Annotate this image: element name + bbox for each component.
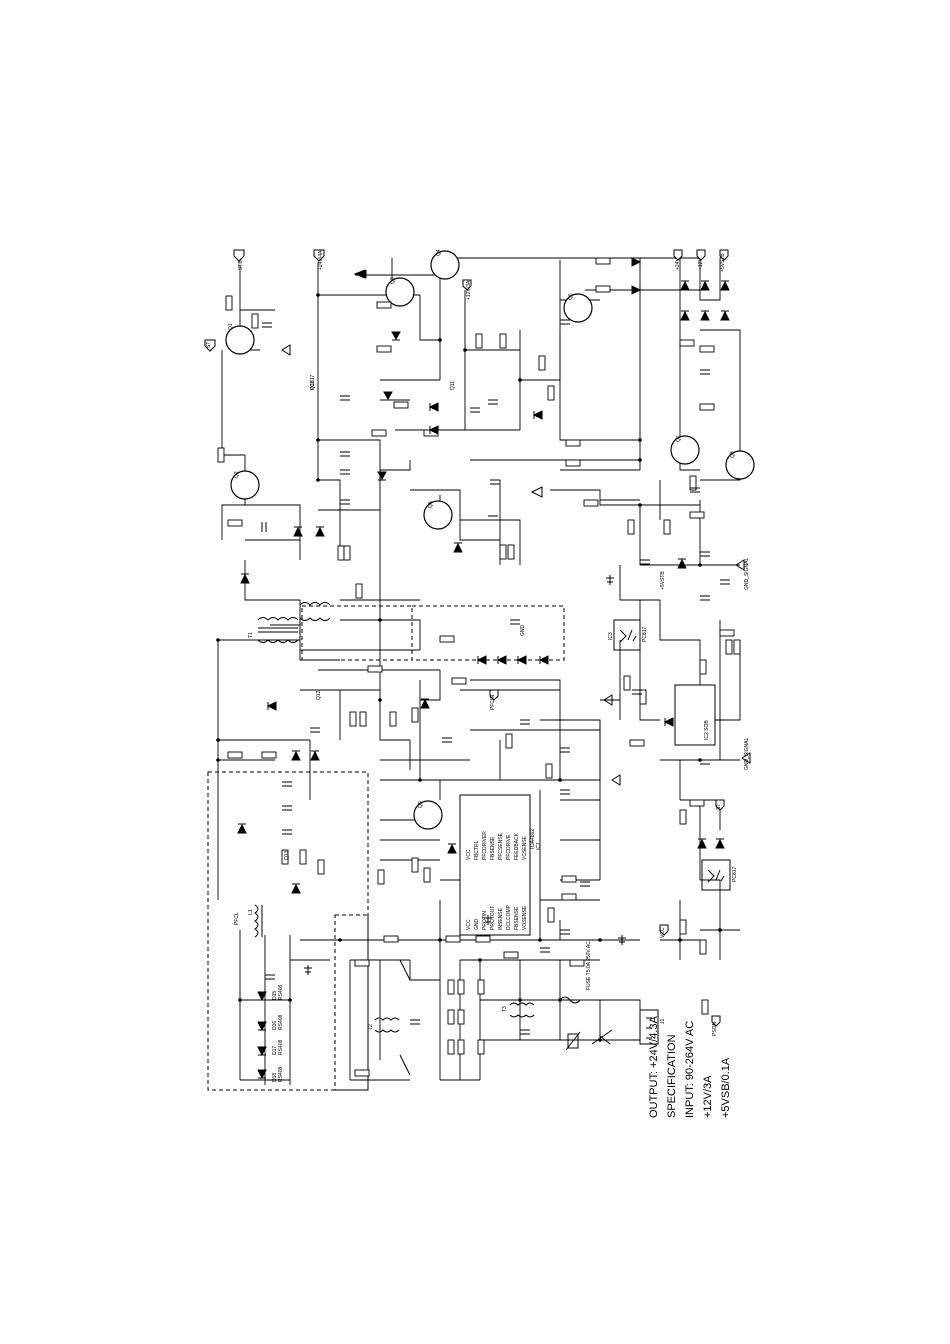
- ic1-pin-left-6: FBSENSE: [514, 906, 520, 930]
- d-in3-label: RS408: [278, 1039, 284, 1055]
- spec-output: OUTPUT: +24V/4.3A: [648, 1016, 660, 1118]
- q11-label: Q11: [450, 381, 456, 390]
- t1-label: T1: [248, 632, 254, 638]
- output-pads: [204, 249, 729, 1027]
- resistors: [217, 257, 741, 1077]
- l1-label: L1: [248, 909, 254, 915]
- transistors: [225, 250, 755, 830]
- spec-input: INPUT: 90-264V AC: [684, 1020, 696, 1118]
- capacitors: [261, 319, 730, 1035]
- labels: STB +24V/4A +12V/3A ST +24V +12V +5VSTB …: [206, 249, 750, 1082]
- ic1-pin-left-7: VOSENSE: [522, 905, 528, 930]
- label-st-2: ST: [716, 804, 722, 810]
- ic3-label: IC3: [608, 632, 614, 640]
- label-stb: STB: [238, 260, 244, 270]
- label-gnd-signal-2: GND_SIGNAL: [744, 738, 750, 770]
- d-in1-label: RS408: [278, 984, 284, 1000]
- ic1-pin-right-5: PFCDRIVE: [506, 834, 512, 860]
- spec-line-12v: +12V/3A: [702, 1075, 714, 1118]
- q10-label: Q10: [310, 380, 316, 390]
- q4-label: Q4: [436, 249, 442, 256]
- ic1-chip: [459, 794, 531, 936]
- ic1-pin-left-5: DCLCOMP: [506, 904, 512, 930]
- d-in4-label: RS408: [278, 1066, 284, 1082]
- d18-label: D18: [272, 1073, 278, 1082]
- ic1-pin-left-4: INSENSE: [498, 907, 504, 930]
- q13-label: Q13: [284, 850, 290, 860]
- label-pfcin: PFCIN: [490, 695, 496, 710]
- ic1-pin-left-0: VCC: [466, 919, 472, 930]
- opto2-label: PC817: [732, 866, 738, 882]
- ic1-pin-left-3: PROTOUT: [490, 906, 496, 930]
- junctions: [216, 293, 722, 1042]
- specification-block: OUTPUT: +24V/4.3A SPECIFICATION INPUT: 9…: [648, 958, 732, 1118]
- t2-label: T2: [368, 1024, 374, 1030]
- d17-label: D17: [272, 1046, 278, 1055]
- label-fuse: FUSE T5.0A 250V AC: [586, 941, 592, 990]
- ic1-pin-right-7: VCSENSE: [522, 835, 528, 860]
- ic2-label: IC2 SOB: [704, 720, 710, 740]
- label-out-12v: +12V: [698, 258, 704, 270]
- optocouplers: [613, 619, 731, 891]
- q9-label: Q9: [418, 801, 424, 808]
- label-gnd: GND: [520, 625, 526, 637]
- label-vcc: VCC: [660, 927, 666, 938]
- ic1-pin-left-2: PROTIN: [482, 911, 488, 930]
- ic1-pin-left-1: GND: [474, 919, 480, 931]
- q2-label: Q2: [234, 471, 240, 478]
- pfc-inductor: [254, 904, 263, 938]
- q3-label: Q3: [390, 277, 396, 284]
- label-pson: PSON: [712, 1021, 718, 1036]
- spec-line-5v: +5VSB/0.1A: [720, 1057, 732, 1118]
- t3-label: T3: [502, 1006, 508, 1012]
- q12-label: Q12: [316, 690, 322, 700]
- ic1-pin-right-4: PFCSENSE: [498, 832, 504, 860]
- q6-label: Q6: [568, 293, 574, 300]
- d16-label: D16: [272, 1021, 278, 1030]
- transformer-t1: [257, 602, 331, 643]
- ic1-pin-right-2: PFCDRIVER: [482, 831, 488, 860]
- label-inlet: J1: [660, 1019, 666, 1025]
- ic1-pin-right-0: VCC: [466, 849, 472, 860]
- q5-label: Q5: [428, 501, 434, 508]
- emi-chokes: [374, 1002, 535, 1033]
- q1-label: Q1: [228, 323, 234, 330]
- d-in2-label: RS408: [278, 1014, 284, 1030]
- ac-inlet: [639, 1009, 659, 1045]
- q8-label: Q8: [730, 451, 736, 458]
- label-5vstb: +5VSTB: [660, 571, 666, 590]
- label-out-5v: +5VSTB: [720, 253, 726, 272]
- ic1-pin-right-6: FEEDBACK: [514, 832, 520, 860]
- ic1-pin-right-1: FBCTRL: [474, 840, 480, 860]
- ground-symbols: [281, 344, 751, 975]
- label-out-24v: +24V: [675, 258, 681, 270]
- label-pfcl: PFCL: [234, 912, 240, 925]
- q7-label: Q7: [676, 435, 682, 442]
- ic2-chip: [674, 684, 716, 746]
- opto3-label: PC817: [310, 374, 316, 390]
- spec-title: SPECIFICATION: [666, 1034, 678, 1118]
- label-rail-24v: +24V/4A: [318, 250, 324, 270]
- label-st: ST: [206, 342, 212, 348]
- diodes: [237, 257, 730, 1080]
- label-rail-12v: +12V/3A: [466, 280, 472, 300]
- ic1-ref: IC1: [536, 842, 542, 850]
- d15-label: D15: [272, 991, 278, 1000]
- label-gnd-signal: GND_SIGNAL: [744, 558, 750, 590]
- ic1-pin-right-3: FBSENSE: [490, 836, 496, 860]
- opto1-label: PC817: [642, 626, 648, 642]
- fuse-and-protection: [399, 959, 613, 1076]
- ic1-part: TDA4862: [530, 829, 536, 850]
